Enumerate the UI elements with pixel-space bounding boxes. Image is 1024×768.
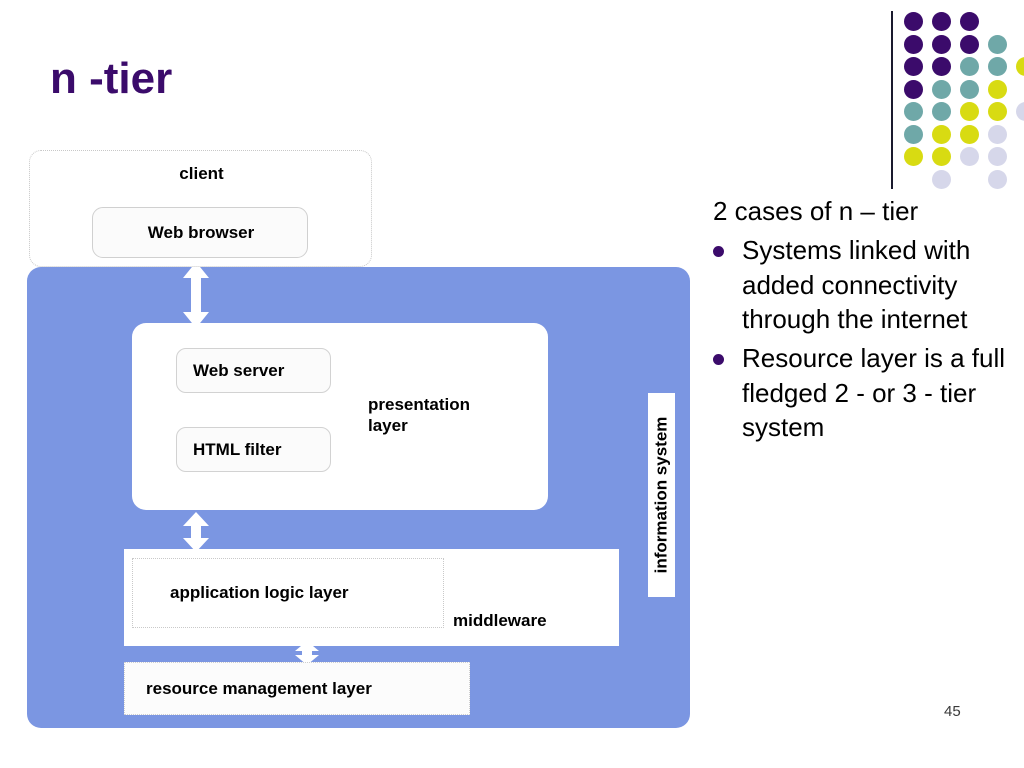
- logo-dot-purple: [904, 34, 923, 54]
- application-logic-layer-box[interactable]: application logic layer: [132, 558, 444, 628]
- logo-dot-yellow: [960, 124, 979, 144]
- arrow-client-to-presentation: [183, 262, 209, 328]
- logo-dot-lavender: [932, 169, 951, 189]
- logo-dot-lavender: [988, 124, 1007, 144]
- presentation-layer-label: presentation layer: [368, 395, 471, 436]
- arrow-middleware-to-resource: [295, 641, 319, 665]
- logo-divider-line: [891, 11, 893, 189]
- logo-dot-purple: [960, 34, 979, 54]
- logo-dot-purple: [960, 12, 979, 31]
- logo-dot-lavender: [988, 147, 1007, 166]
- logo-dot-yellow: [904, 147, 923, 166]
- web-browser-label: Web browser: [147, 223, 255, 242]
- logo-dot-teal: [904, 124, 923, 144]
- list-item: Resource layer is a full fledged 2 - or …: [713, 341, 1013, 445]
- right-content-column: 2 cases of n – tier Systems linked with …: [713, 196, 1013, 449]
- client-label: client: [179, 164, 224, 183]
- bullet-icon: [713, 246, 724, 258]
- logo-dot-lavender: [1016, 102, 1024, 121]
- logo-dot-yellow: [988, 79, 1007, 99]
- client-box[interactable]: client Web browser: [29, 150, 372, 267]
- logo-dot-teal: [988, 57, 1007, 76]
- middleware-label: middleware: [453, 611, 547, 630]
- logo-dot-yellow: [1016, 57, 1024, 76]
- logo-dot-teal: [932, 79, 951, 99]
- logo-dot-yellow: [932, 124, 951, 144]
- web-server-box[interactable]: Web server: [176, 348, 331, 393]
- logo-dot-teal: [988, 34, 1007, 54]
- dot-grid-logo: [884, 0, 1024, 195]
- logo-dot-purple: [904, 12, 923, 31]
- middleware-box[interactable]: application logic layer middleware: [124, 549, 619, 646]
- logo-dot-teal: [932, 102, 951, 121]
- bullet-text: Resource layer is a full fledged 2 - or …: [742, 342, 1005, 443]
- logo-dot-lavender: [988, 169, 1007, 189]
- presentation-layer-box[interactable]: Web server HTML filter presentation laye…: [132, 323, 548, 510]
- logo-dot-lavender: [960, 147, 979, 166]
- logo-dot-teal: [960, 57, 979, 76]
- logo-dot-yellow: [932, 147, 951, 166]
- logo-dot-purple: [932, 57, 951, 76]
- list-item: Systems linked with added connectivity t…: [713, 233, 1013, 337]
- right-column-heading: 2 cases of n – tier: [713, 196, 919, 226]
- logo-dot-teal: [904, 102, 923, 121]
- web-browser-box[interactable]: Web browser: [92, 207, 308, 258]
- logo-dot-purple: [932, 34, 951, 54]
- logo-dot-purple: [932, 12, 951, 31]
- information-system-label-box: information system: [648, 393, 675, 597]
- bullet-text: Systems linked with added connectivity t…: [742, 235, 971, 335]
- arrow-presentation-to-middleware: [183, 512, 209, 552]
- bullet-icon: [713, 353, 724, 365]
- logo-dot-yellow: [988, 102, 1007, 121]
- logo-dot-purple: [904, 79, 923, 99]
- logo-dot-purple: [904, 57, 923, 76]
- resource-management-layer-box[interactable]: resource management layer: [124, 662, 470, 715]
- logo-dot-yellow: [960, 102, 979, 121]
- page-title: n -tier: [50, 54, 173, 103]
- html-filter-box[interactable]: HTML filter: [176, 427, 331, 472]
- logo-dot-teal: [960, 79, 979, 99]
- information-system-label: information system: [651, 416, 671, 574]
- page-number: 45: [944, 703, 961, 720]
- n-tier-diagram: client Web browser Web server HTML filte…: [27, 150, 690, 728]
